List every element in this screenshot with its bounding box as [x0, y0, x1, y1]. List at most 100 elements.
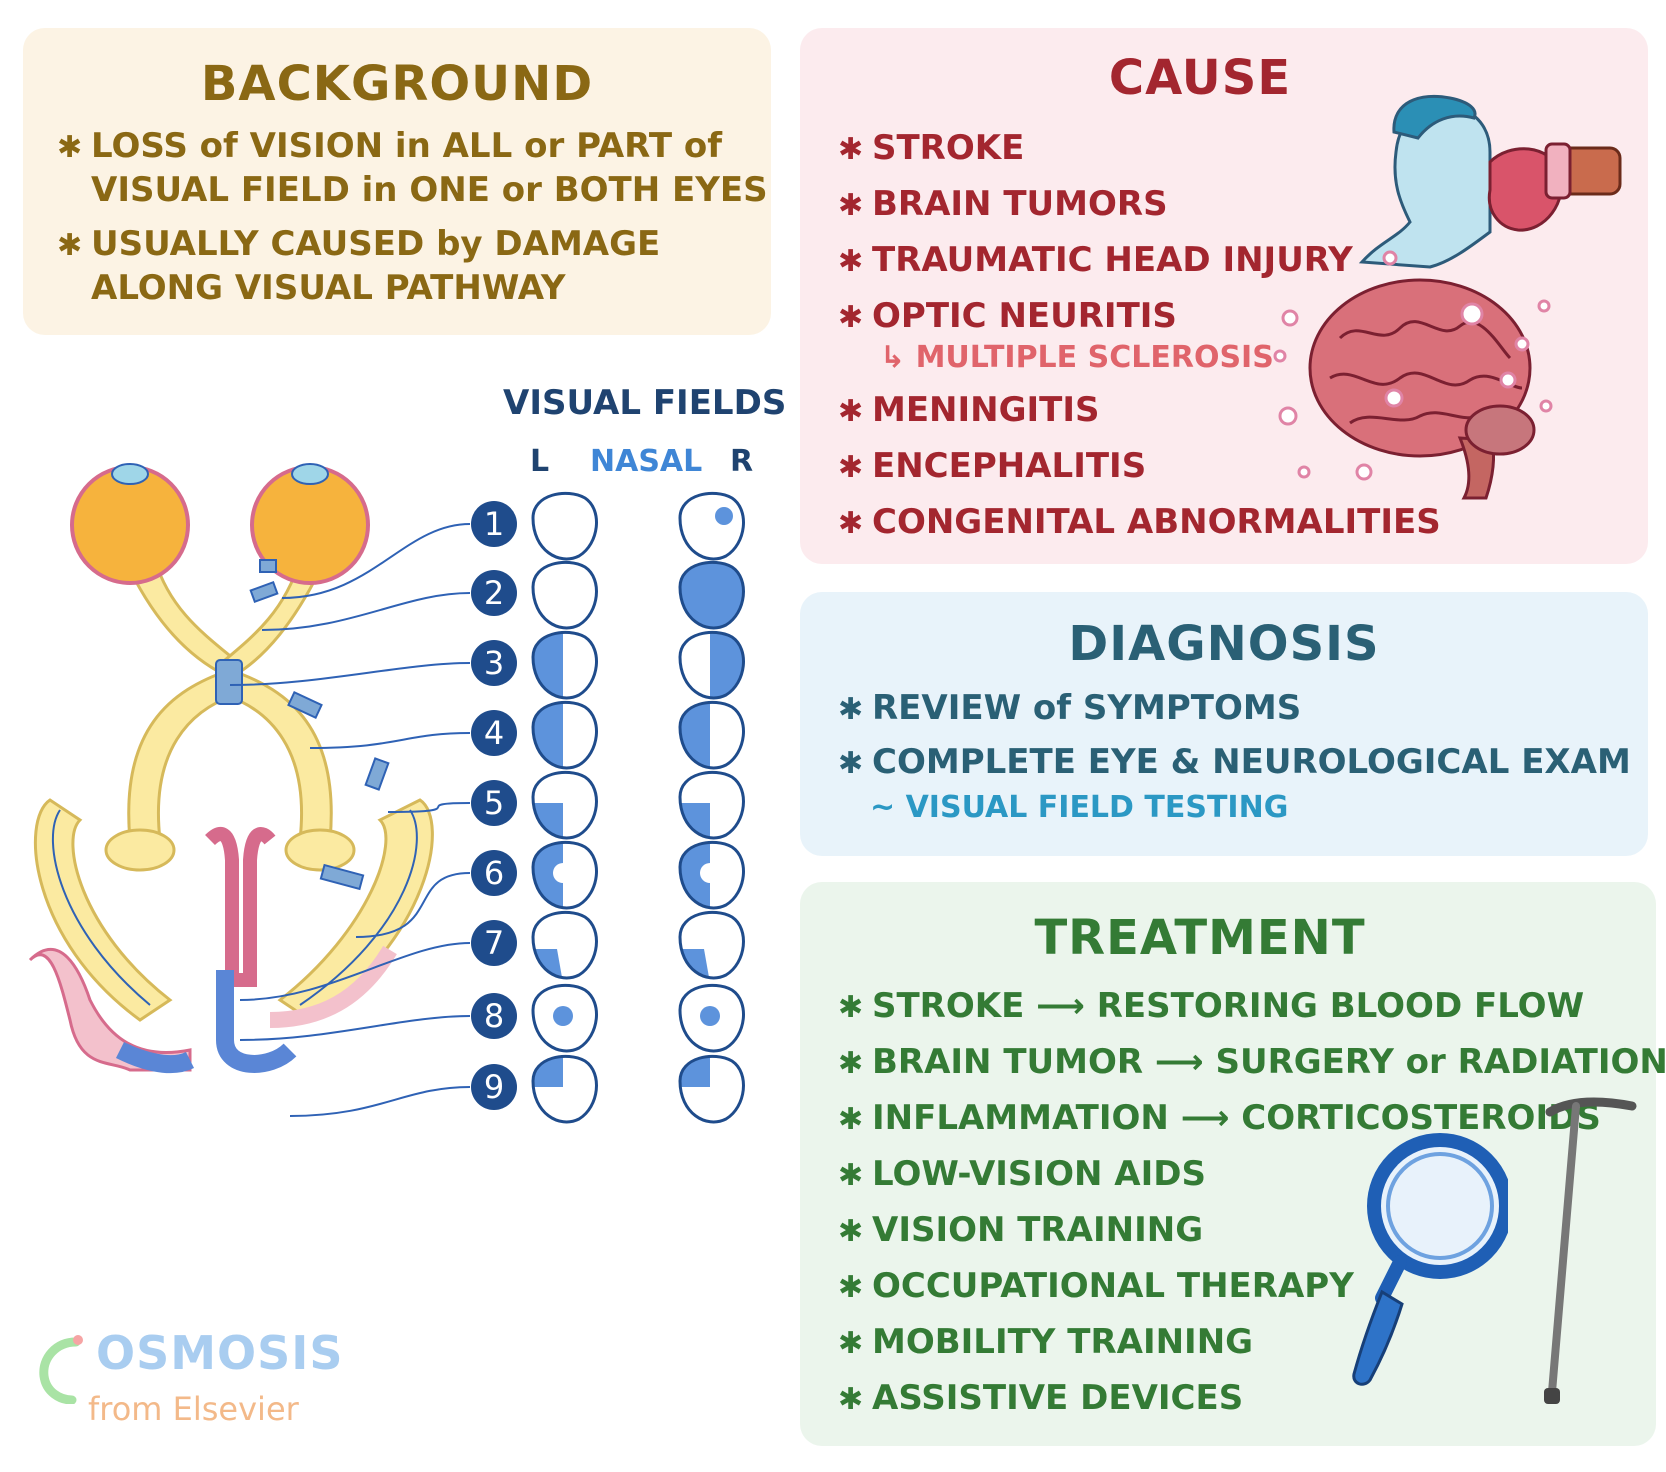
number-label-9: 9 — [484, 1068, 504, 1106]
left-eye-label: L — [530, 444, 550, 479]
visual-pathway-illustration — [28, 463, 434, 1074]
connector-line-3 — [229, 662, 471, 686]
left-field-4 — [531, 700, 598, 770]
visual-field-row-7: 7 — [471, 910, 745, 980]
visual-field-row-3: 3 — [471, 630, 745, 700]
number-circle-6 — [471, 850, 517, 896]
right-field-8 — [678, 983, 745, 1053]
connector-line-5 — [387, 802, 471, 813]
treatment-item-mobility-training: ✱MOBILITY TRAINING — [838, 1322, 1254, 1362]
logo-mark-icon — [39, 1335, 83, 1404]
number-label-8: 8 — [484, 997, 504, 1035]
right-field-7 — [678, 910, 745, 980]
cause-item-stroke: ✱STROKE — [838, 128, 1025, 168]
cause-item-brain-tumors: ✱BRAIN TUMORS — [838, 184, 1168, 224]
number-circle-1 — [471, 501, 517, 547]
visual-field-row-4: 4 — [471, 700, 745, 770]
background-panel: BACKGROUND ✱LOSS of VISION in ALL or PAR… — [23, 28, 771, 335]
left-field-9 — [531, 1054, 598, 1124]
cause-title: CAUSE — [1108, 50, 1292, 106]
diagnosis-panel: DIAGNOSIS ✱REVIEW of SYMPTOMS ✱COMPLETE … — [800, 592, 1648, 856]
background-title: BACKGROUND — [200, 56, 594, 112]
right-field-4 — [678, 700, 745, 770]
number-circle-2 — [471, 570, 517, 616]
treatment-title: TREATMENT — [1034, 910, 1366, 966]
left-field-6 — [531, 840, 598, 910]
number-label-2: 2 — [484, 574, 504, 612]
number-label-1: 1 — [484, 505, 504, 543]
diagnosis-sub-testing: ~ VISUAL FIELD TESTING — [870, 790, 1289, 825]
cause-item-optic-neuritis: ✱OPTIC NEURITIS — [838, 296, 1177, 336]
number-label-4: 4 — [484, 714, 504, 752]
visual-fields-title: VISUAL FIELDS — [503, 383, 787, 423]
connector-line-7 — [239, 942, 471, 1001]
connector-line-4 — [309, 732, 471, 749]
connector-line-6 — [355, 872, 471, 938]
treatment-panel: TREATMENT ✱STROKE ⟶ RESTORING BLOOD FLOW… — [800, 882, 1666, 1446]
visual-field-row-6: 6 — [471, 840, 745, 910]
diagnosis-item-exam: ✱COMPLETE EYE & NEUROLOGICAL EXAM — [838, 742, 1631, 782]
background-item-2-line1: ✱USUALLY CAUSED by DAMAGE — [57, 224, 661, 264]
treatment-item-brain-tumor: ✱BRAIN TUMOR ⟶ SURGERY or RADIATION — [838, 1042, 1666, 1082]
visual-field-row-8: 8 — [471, 983, 745, 1053]
magnifier-icon — [1352, 1133, 1508, 1386]
logo-name: OSMOSIS — [96, 1326, 344, 1380]
diagnosis-item-review: ✱REVIEW of SYMPTOMS — [838, 688, 1302, 728]
cause-sub-multiple-sclerosis: ↳ MULTIPLE SCLEROSIS — [880, 340, 1274, 375]
visual-field-row-2: 2 — [471, 560, 745, 630]
treatment-item-stroke: ✱STROKE ⟶ RESTORING BLOOD FLOW — [838, 986, 1585, 1026]
treatment-item-low-vision-aids: ✱LOW-VISION AIDS — [838, 1154, 1206, 1194]
number-circle-4 — [471, 710, 517, 756]
left-field-1 — [531, 491, 598, 561]
treatment-item-inflammation: ✱INFLAMMATION ⟶ CORTICOSTEROIDS — [838, 1098, 1601, 1138]
number-label-5: 5 — [484, 784, 504, 822]
cause-item-head-injury: ✱TRAUMATIC HEAD INJURY — [838, 240, 1353, 280]
number-circle-3 — [471, 640, 517, 686]
diagnosis-title: DIAGNOSIS — [1068, 616, 1380, 672]
background-item-1-line2: VISUAL FIELD in ONE or BOTH EYES — [91, 170, 768, 210]
left-field-8 — [531, 983, 598, 1053]
cane-icon — [1544, 1097, 1637, 1404]
right-field-3 — [678, 630, 745, 700]
right-field-5 — [678, 770, 745, 840]
connector-line-2 — [261, 592, 471, 631]
right-field-1 — [678, 491, 745, 561]
right-field-6 — [678, 840, 745, 910]
right-field-9 — [678, 1054, 745, 1124]
left-field-2 — [531, 560, 598, 630]
background-item-2-line2: ALONG VISUAL PATHWAY — [91, 268, 566, 308]
number-label-6: 6 — [484, 854, 504, 892]
left-field-3 — [531, 630, 598, 700]
visual-field-rows: 1 2 3 4 5 6 7 8 9 — [471, 491, 745, 1124]
left-field-7 — [531, 910, 598, 980]
treatment-item-assistive-devices: ✱ASSISTIVE DEVICES — [838, 1378, 1244, 1418]
treatment-item-occupational-therapy: ✱OCCUPATIONAL THERAPY — [838, 1266, 1354, 1306]
visual-field-row-1: 1 — [471, 491, 745, 561]
number-label-3: 3 — [484, 644, 504, 682]
number-circle-5 — [471, 780, 517, 826]
nasal-label: NASAL — [590, 444, 703, 479]
visual-field-chart: 1 2 3 4 5 6 7 8 9 — [229, 491, 745, 1124]
background-item-1-line1: ✱LOSS of VISION in ALL or PART of — [57, 126, 723, 166]
brain-illustration — [1273, 250, 1553, 500]
cause-item-encephalitis: ✱ENCEPHALITIS — [838, 446, 1147, 486]
head-injury-illustration — [1358, 94, 1622, 269]
cause-item-meningitis: ✱MENINGITIS — [838, 390, 1100, 430]
connector-line-1 — [281, 523, 471, 599]
visual-field-row-9: 9 — [471, 1054, 745, 1124]
connector-line-8 — [239, 1015, 471, 1041]
number-circle-7 — [471, 920, 517, 966]
cause-item-congenital: ✱CONGENITAL ABNORMALITIES — [838, 502, 1441, 542]
treatment-item-vision-training: ✱VISION TRAINING — [838, 1210, 1204, 1250]
visual-field-row-5: 5 — [471, 770, 745, 840]
number-circle-9 — [471, 1064, 517, 1110]
right-field-2 — [678, 560, 745, 630]
logo-sub: from Elsevier — [88, 1390, 299, 1428]
left-field-5 — [531, 770, 598, 840]
connector-line-9 — [289, 1086, 471, 1117]
right-eye-label: R — [730, 444, 754, 479]
osmosis-logo: OSMOSIS from Elsevier — [36, 1326, 343, 1456]
number-label-7: 7 — [484, 924, 504, 962]
number-circle-8 — [471, 993, 517, 1039]
cause-panel: CAUSE ✱STROKE ✱BRAIN TUMORS ✱TRAUMATIC H… — [800, 28, 1648, 564]
